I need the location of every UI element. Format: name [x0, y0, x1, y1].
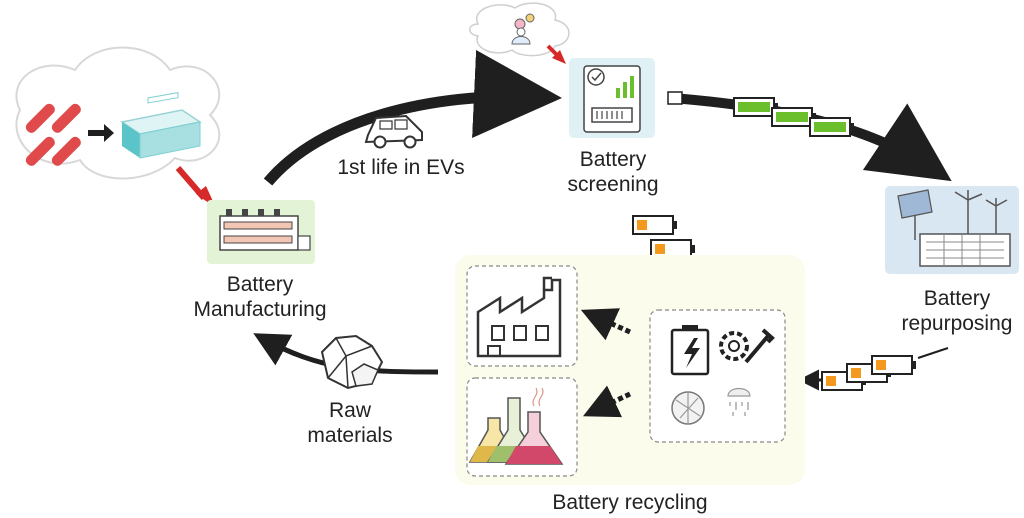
battery-charge-icon [670, 325, 710, 376]
recycling-panel [455, 255, 805, 485]
battery-pack-icon [120, 92, 202, 159]
raw-cells-cloud [15, 46, 221, 180]
solar-wind-icon [897, 189, 1011, 267]
thinking-person-icon [469, 2, 570, 57]
car-icon [364, 114, 423, 149]
screening-label: Battery screening [548, 147, 678, 197]
lab-flasks-icon [468, 387, 564, 465]
factory-machine-icon [219, 209, 311, 251]
repurposing-label-line1: Battery [923, 287, 991, 310]
ore-rock-icon [320, 334, 384, 390]
raw-materials-label-line2: materials [307, 424, 393, 447]
raw-materials-label-line1: Raw [328, 399, 371, 422]
battery-cell-icon [25, 103, 81, 166]
ore-rock-icon [671, 391, 705, 425]
powder-icon [727, 387, 751, 416]
screening-label-line2: screening [567, 173, 659, 196]
first-life-arrow [263, 50, 562, 186]
manufacturing-node [207, 200, 315, 264]
repurposing-node [885, 186, 1019, 274]
first-life-label: 1st life in EVs [337, 156, 465, 179]
green-batteries [733, 97, 854, 137]
screening-label-line1: Battery [579, 148, 647, 171]
screening-chart-icon [583, 65, 641, 133]
raw-materials-label: Raw materials [290, 398, 410, 448]
manufacturing-label-line1: Battery [226, 273, 294, 296]
factory-icon [476, 276, 562, 358]
gear-wrench-icon [719, 328, 775, 364]
manufacturing-label: Battery Manufacturing [170, 272, 350, 322]
repurposing-label-line2: repurposing [901, 312, 1013, 335]
orange-batteries-left [821, 355, 916, 391]
recycling-label: Battery recycling [552, 491, 708, 514]
repurposing-label: Battery repurposing [890, 286, 1024, 336]
screening-node [569, 58, 655, 138]
manufacturing-label-line2: Manufacturing [193, 298, 327, 321]
